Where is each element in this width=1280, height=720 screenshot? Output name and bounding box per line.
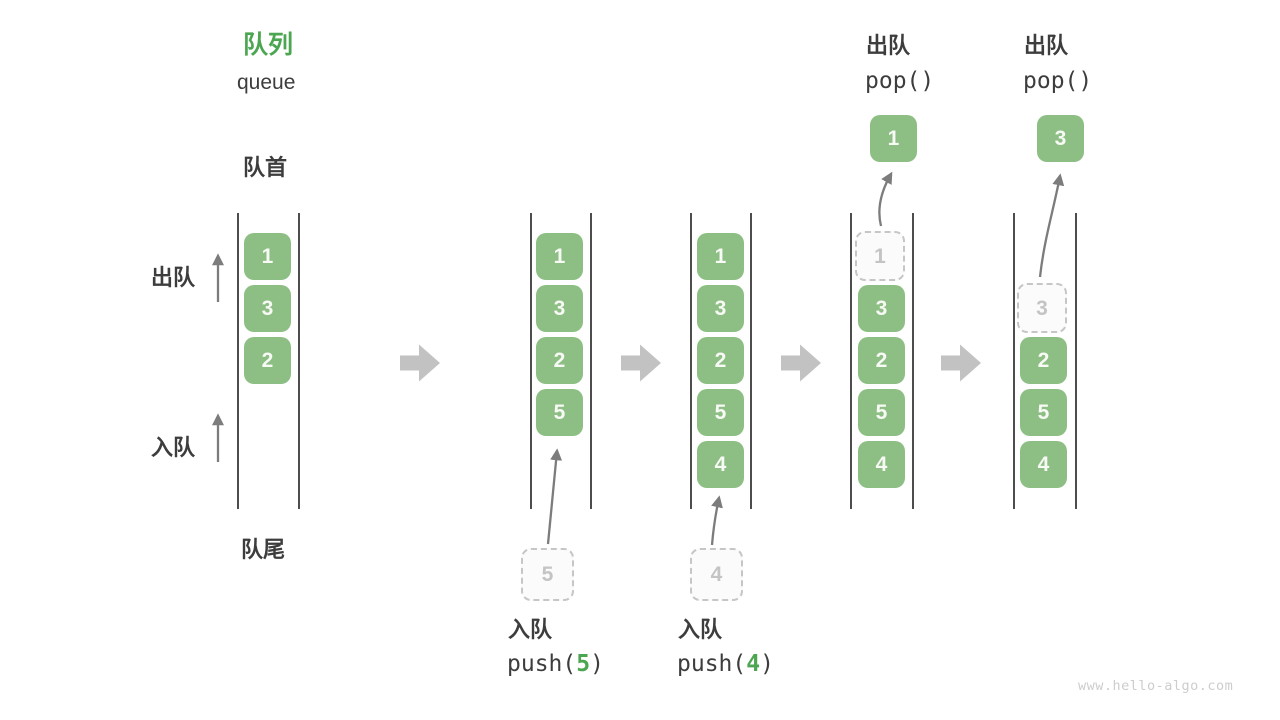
push-arg: 4 bbox=[746, 651, 761, 677]
queue-box: 4 bbox=[858, 441, 905, 488]
dequeue-side-label: 出队 bbox=[151, 265, 196, 290]
queue-box: 3 bbox=[244, 285, 291, 332]
rail-left bbox=[690, 213, 692, 509]
enqueue-side-label: 入队 bbox=[151, 435, 196, 460]
rail-left bbox=[530, 213, 532, 509]
removed-box: 3 bbox=[1017, 283, 1067, 333]
queue-box: 1 bbox=[536, 233, 583, 280]
queue-box: 2 bbox=[697, 337, 744, 384]
queue-box: 2 bbox=[858, 337, 905, 384]
flow-arrow-icon bbox=[400, 344, 440, 382]
queue-box: 3 bbox=[697, 285, 744, 332]
rail-left bbox=[1013, 213, 1015, 509]
rail-right bbox=[912, 213, 914, 509]
removed-box: 1 bbox=[855, 231, 905, 281]
popped-box: 3 bbox=[1037, 115, 1084, 162]
queue-box: 2 bbox=[536, 337, 583, 384]
push-call-label: push(4) bbox=[677, 653, 774, 676]
enqueue-op-label: 入队 bbox=[508, 617, 553, 642]
push-close: ) bbox=[590, 651, 604, 677]
queue-box: 5 bbox=[536, 389, 583, 436]
rail-left bbox=[237, 213, 239, 509]
push-arrow-icon bbox=[710, 495, 723, 546]
queue-box: 1 bbox=[244, 233, 291, 280]
push-call-label: push(5) bbox=[507, 653, 604, 676]
push-close: ) bbox=[760, 651, 774, 677]
rail-right bbox=[1075, 213, 1077, 509]
watermark: www.hello-algo.com bbox=[1078, 678, 1234, 694]
pop-call-label: pop() bbox=[865, 68, 935, 94]
popped-box: 1 bbox=[870, 115, 917, 162]
flow-arrow-icon bbox=[621, 344, 661, 382]
rail-right bbox=[298, 213, 300, 509]
queue-front-label: 队首 bbox=[243, 155, 288, 180]
queue-box: 4 bbox=[697, 441, 744, 488]
push-arrow-icon bbox=[546, 448, 563, 545]
dequeue-op-label: 出队 bbox=[1024, 33, 1069, 58]
queue-box: 1 bbox=[697, 233, 744, 280]
rail-left bbox=[850, 213, 852, 509]
enqueue-op-label: 入队 bbox=[678, 617, 723, 642]
queue-box: 5 bbox=[1020, 389, 1067, 436]
queue-box: 3 bbox=[858, 285, 905, 332]
pop-arrow-icon bbox=[878, 171, 893, 227]
push-fn: push( bbox=[677, 651, 747, 677]
pop-call-label: pop() bbox=[1023, 68, 1093, 94]
pending-box: 4 bbox=[690, 548, 743, 601]
queue-box: 5 bbox=[697, 389, 744, 436]
flow-arrow-icon bbox=[781, 344, 821, 382]
pending-box: 5 bbox=[521, 548, 574, 601]
diagram-title-zh: 队列 bbox=[243, 31, 294, 59]
queue-box: 3 bbox=[536, 285, 583, 332]
dequeue-op-label: 出队 bbox=[866, 33, 911, 58]
flow-arrow-icon bbox=[941, 344, 981, 382]
queue-box: 4 bbox=[1020, 441, 1067, 488]
queue-box: 5 bbox=[858, 389, 905, 436]
pop-arrow-icon bbox=[1038, 173, 1065, 278]
push-fn: push( bbox=[507, 651, 577, 677]
queue-box: 2 bbox=[244, 337, 291, 384]
rail-right bbox=[590, 213, 592, 509]
queue-box: 2 bbox=[1020, 337, 1067, 384]
rail-right bbox=[750, 213, 752, 509]
diagram-title-en: queue bbox=[237, 71, 296, 94]
push-arg: 5 bbox=[576, 651, 591, 677]
queue-rear-label: 队尾 bbox=[241, 537, 286, 562]
